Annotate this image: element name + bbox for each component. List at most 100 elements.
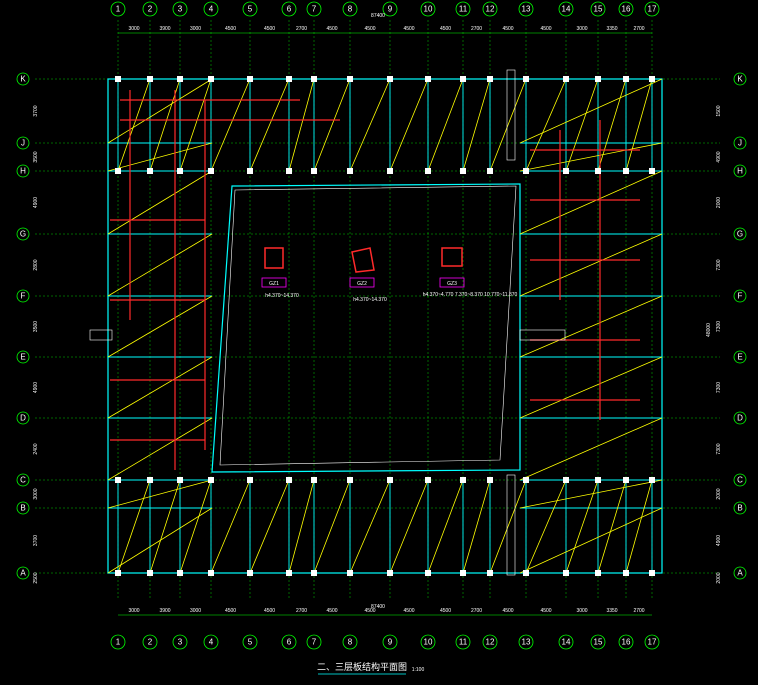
col-dim-7-bottom: 4500 <box>364 608 375 614</box>
row-bubble-H-right <box>733 164 747 178</box>
column-0-1 <box>115 168 121 174</box>
column-16-3 <box>649 570 655 576</box>
row-dim-left-2: 3000 <box>33 488 39 499</box>
column-13-2 <box>563 477 569 483</box>
column-axis-label-2: 2 <box>148 5 153 14</box>
structural-details <box>89 69 663 576</box>
col-dim-6-bottom: 4500 <box>326 608 337 614</box>
gz1-label: GZ1 <box>269 281 279 287</box>
column-bubble-6-top <box>281 1 297 17</box>
column-11-0 <box>487 76 493 82</box>
slab-diagonal-top-9 <box>427 78 464 172</box>
column-bubble-12-top <box>482 1 498 17</box>
column-12-3 <box>523 570 529 576</box>
col-dim-4-bottom: 4500 <box>264 608 275 614</box>
column-bubble-1-top <box>110 1 126 17</box>
column-axis-label-3: 3 <box>178 638 183 647</box>
slab-diagonal-right-6 <box>519 170 663 235</box>
slab-diagonal-bottom-6 <box>313 479 351 574</box>
column-5-0 <box>286 76 292 82</box>
column-9-1 <box>425 168 431 174</box>
slab-diagonal-right-4 <box>519 295 663 358</box>
slab-diagonal-bottom-9 <box>427 479 464 574</box>
slab-diagonal-right-7 <box>519 142 663 172</box>
row-dim-right-0: 2000 <box>716 572 722 583</box>
col-dim-1-bottom: 3900 <box>159 608 170 614</box>
col-dim-13-top: 3000 <box>576 26 587 32</box>
column-bubble-12-bottom <box>482 634 498 650</box>
column-4-1 <box>247 168 253 174</box>
column-axis-label-12: 12 <box>486 5 495 14</box>
slab-diagonal-top-7 <box>349 78 391 172</box>
slab-diagonal-bottom-15 <box>625 479 653 574</box>
column-8-2 <box>387 477 393 483</box>
slab-diagonal-top-15 <box>625 78 653 172</box>
gz2-label: GZ2 <box>357 281 367 287</box>
wall-segment-top <box>506 69 516 161</box>
slab-diagonal-right-5 <box>519 233 663 297</box>
column-detail-gz1: GZ1 h4.370~14.370 <box>261 247 299 299</box>
slab-diagonal-right-2 <box>519 417 663 481</box>
column-15-1 <box>623 168 629 174</box>
col-dim-12-bottom: 4500 <box>540 608 551 614</box>
column-bubble-10-top <box>420 1 436 17</box>
column-bubble-7-top <box>306 1 322 17</box>
col-dim-2-bottom: 3000 <box>190 608 201 614</box>
col-dim-5-top: 2700 <box>296 26 307 32</box>
column-15-2 <box>623 477 629 483</box>
courtyard-boundary <box>211 183 521 473</box>
row-bubble-D-right <box>733 411 747 425</box>
column-9-0 <box>425 76 431 82</box>
dimension-strings: 3000 3900 3000 4500 4500 2700 4500 4500 4500 4500… <box>33 26 722 616</box>
column-bubble-3-top <box>172 1 188 17</box>
slab-diagonal-top-5 <box>288 78 315 172</box>
column-axis-label-6: 6 <box>287 638 292 647</box>
slab-diagonal-left-8 <box>107 78 213 144</box>
column-bubble-15-bottom <box>590 634 606 650</box>
column-2-3 <box>177 570 183 576</box>
building-frame <box>107 78 663 574</box>
column-2-0 <box>177 76 183 82</box>
column-bubble-4-bottom <box>203 634 219 650</box>
column-5-2 <box>286 477 292 483</box>
row-axis-label-K: K <box>20 75 26 84</box>
column-3-3 <box>208 570 214 576</box>
row-bubble-E-right <box>733 350 747 364</box>
column-axis-label-15: 15 <box>594 638 603 647</box>
column-axis-label-7: 7 <box>312 638 317 647</box>
column-6-1 <box>311 168 317 174</box>
column-bubble-9-bottom <box>382 634 398 650</box>
col-dim-7-top: 4500 <box>364 26 375 32</box>
column-bubble-16-top <box>618 1 634 17</box>
column-axis-label-7: 7 <box>312 5 317 14</box>
slab-diagonal-top-10 <box>462 78 491 172</box>
col-dim-8-bottom: 4500 <box>403 608 414 614</box>
wall-segment-bottom <box>506 474 516 576</box>
column-axis-label-16: 16 <box>622 638 631 647</box>
slab-diagonal-bottom-11 <box>489 479 527 574</box>
column-axis-label-1: 1 <box>116 638 121 647</box>
column-bubble-5-top <box>242 1 258 17</box>
column-axis-label-5: 5 <box>248 638 253 647</box>
slab-diagonal-bottom-10 <box>462 479 491 574</box>
column-8-0 <box>387 76 393 82</box>
slab-diagonal-bottom-14 <box>597 479 627 574</box>
column-0-3 <box>115 570 121 576</box>
column-3-1 <box>208 168 214 174</box>
column-axis-label-11: 11 <box>459 638 468 647</box>
column-axis-label-13: 13 <box>522 5 531 14</box>
column-axis-label-16: 16 <box>622 5 631 14</box>
column-bubble-9-top <box>382 1 398 17</box>
column-12-0 <box>523 76 529 82</box>
col-dim-0-bottom: 3000 <box>128 608 139 614</box>
column-axis-label-6: 6 <box>287 5 292 14</box>
row-dim-right-6: 7300 <box>716 259 722 270</box>
row-bubble-G-right <box>733 227 747 241</box>
column-14-0 <box>595 76 601 82</box>
row-dim-right-1: 4900 <box>716 535 722 546</box>
slab-diagonal-top-12 <box>525 78 567 172</box>
column-detail-gz2: GZ2 h4.370~14.370 <box>349 247 387 303</box>
row-axis-label-D: D <box>20 414 26 423</box>
